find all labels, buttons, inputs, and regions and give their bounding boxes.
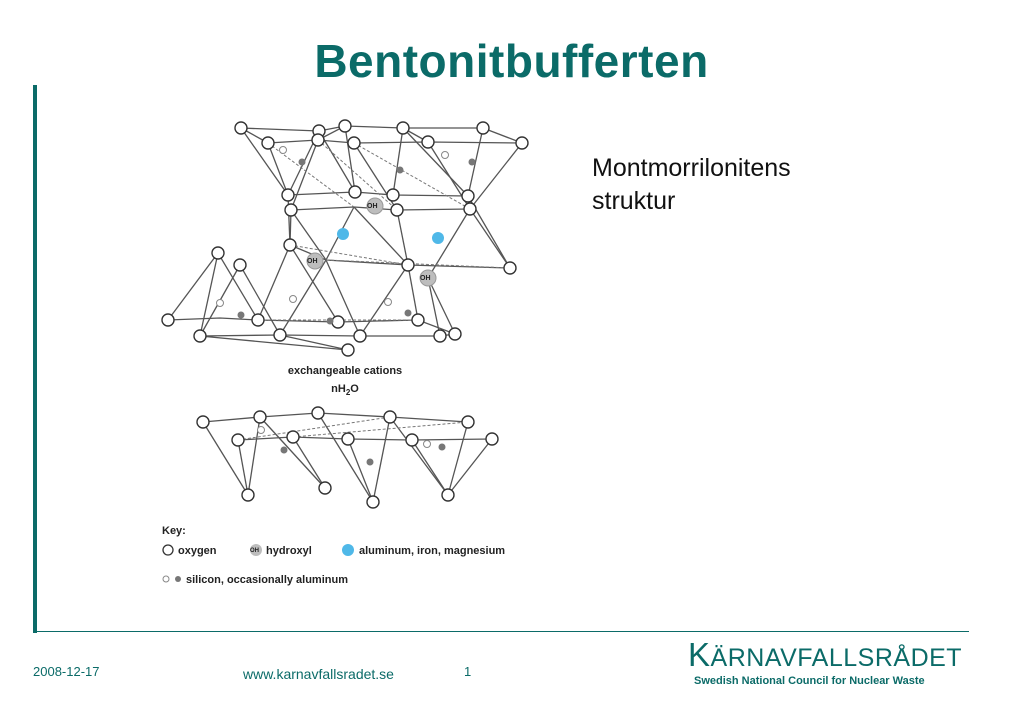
key-metal-label: aluminum, iron, magnesium xyxy=(359,545,505,557)
key-silicon-filled-marker xyxy=(175,576,181,582)
oh-label: OH xyxy=(307,258,318,265)
oh-label: OH xyxy=(367,203,378,210)
slide-subtitle: Montmorrilonitens struktur xyxy=(592,152,791,218)
key-oxygen-marker xyxy=(162,544,174,556)
key-oxygen-label: oxygen xyxy=(178,545,217,557)
oh-labels: OH OH OH xyxy=(307,203,431,282)
left-accent-bar xyxy=(33,85,37,633)
layer-label: exchangeable cations nH2O xyxy=(288,365,402,397)
footer-date: 2008-12-17 xyxy=(33,664,100,679)
footer-url: www.karnavfallsradet.se xyxy=(243,666,394,682)
diagram-inner-bonds xyxy=(237,139,511,441)
hydroxyl-atoms xyxy=(306,197,437,287)
slide-title: Bentonitbufferten xyxy=(314,35,709,87)
subtitle-line-2: struktur xyxy=(592,187,676,215)
organization-logo: KÄRNAVFALLSRÅDET xyxy=(688,636,962,674)
water-label: nH2O xyxy=(331,383,359,397)
logo-rest: ÄRNAVFALLSRÅDET xyxy=(710,644,963,672)
montmorillonite-structure-diagram: OH OH OH exchangeable cations nH2O Key: … xyxy=(161,119,529,586)
key-metal-marker xyxy=(342,544,354,556)
subtitle-line-1: Montmorrilonitens xyxy=(592,154,791,182)
page-number: 1 xyxy=(464,664,472,679)
diagram-key: Key: oxygen OH hydroxyl aluminum, iron, … xyxy=(162,525,505,586)
key-hydroxyl-oh: OH xyxy=(250,548,259,554)
key-title: Key: xyxy=(162,525,186,537)
key-hydroxyl-label: hydroxyl xyxy=(266,545,312,557)
silicon-atoms xyxy=(216,146,476,466)
footer-divider xyxy=(37,631,969,632)
oxygen-atoms xyxy=(161,119,529,509)
organization-tagline: Swedish National Council for Nuclear Was… xyxy=(694,675,925,687)
exchangeable-cations-label: exchangeable cations xyxy=(288,365,402,377)
key-silicon-label: silicon, occasionally aluminum xyxy=(186,574,348,586)
key-silicon-open-marker xyxy=(162,575,170,583)
diagram-bonds xyxy=(167,125,523,503)
logo-initial: K xyxy=(688,636,711,673)
metal-atoms xyxy=(337,228,444,244)
key-hydroxyl-marker xyxy=(250,544,262,556)
oh-label: OH xyxy=(420,275,431,282)
